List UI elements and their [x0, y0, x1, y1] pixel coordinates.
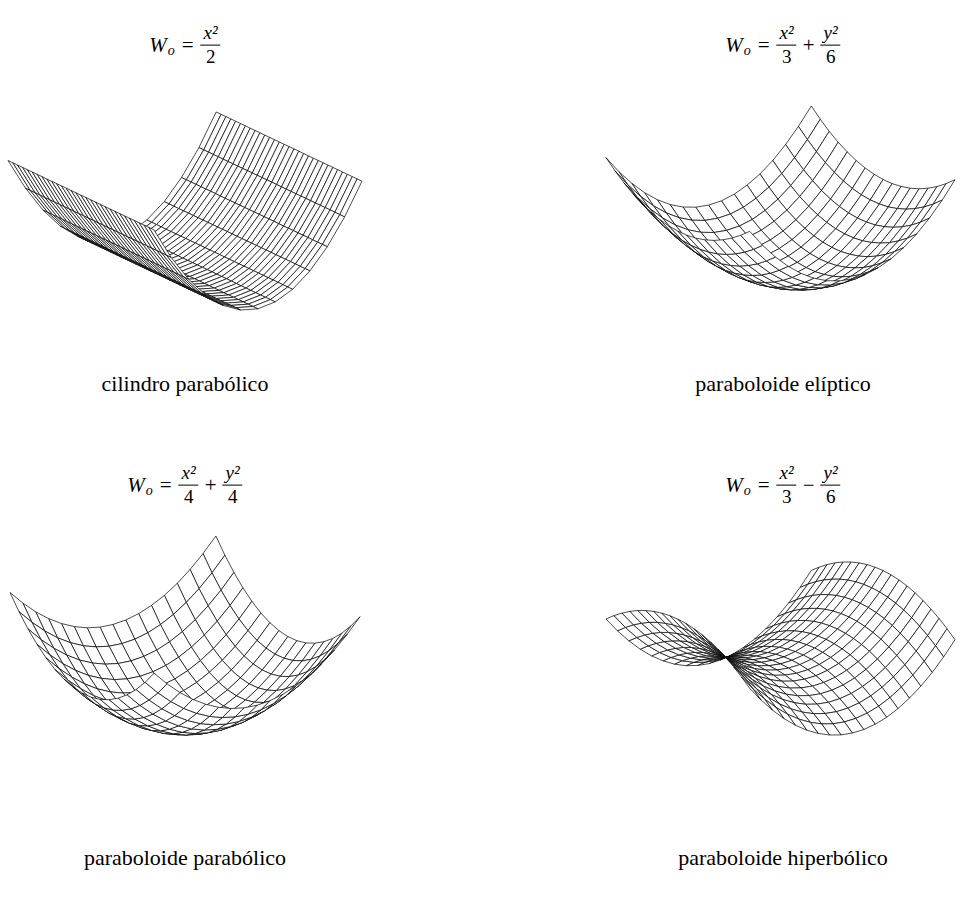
mesh-cell [270, 287, 292, 302]
mesh-cell [149, 227, 171, 257]
function-name: W [725, 473, 743, 498]
mesh-cell [37, 644, 59, 668]
mesh-cell [860, 263, 882, 275]
mesh-cell [619, 172, 641, 197]
function-name: W [149, 33, 167, 58]
denominator: 3 [779, 486, 795, 508]
mesh-cell [28, 629, 50, 655]
fraction: y²6 [821, 463, 841, 508]
operator: − [803, 473, 815, 498]
wireframe-surface [606, 562, 955, 735]
surface-caption: paraboloide elíptico [695, 371, 870, 397]
mesh-cell [882, 248, 904, 263]
mesh-cell [316, 643, 338, 666]
mesh-cell [741, 231, 763, 249]
mesh-cell [288, 269, 310, 290]
denominator: 6 [823, 486, 839, 508]
denominator: 4 [181, 486, 197, 508]
denominator: 4 [225, 486, 241, 508]
fraction: y²6 [821, 23, 841, 68]
subscript: o [168, 43, 175, 59]
mesh-cell [261, 694, 283, 710]
mesh-cell [59, 668, 81, 688]
mesh-cell [184, 277, 206, 295]
subscript: o [744, 43, 751, 59]
numerator: y² [821, 463, 841, 486]
surface-caption: paraboloide hiperbólico [678, 845, 888, 871]
formula: Wo = x²3 + y²6 [725, 23, 840, 68]
mesh-cell [329, 626, 351, 651]
mesh-cell [322, 215, 344, 247]
denominator: 6 [823, 46, 839, 68]
function-name: W [725, 33, 743, 58]
subscript: o [744, 483, 751, 499]
function-name: W [127, 473, 145, 498]
denominator: 3 [779, 46, 795, 68]
mesh-cell [920, 200, 942, 222]
mesh-cell [933, 180, 955, 204]
fraction: x²4 [179, 463, 199, 508]
mesh-cell [46, 658, 68, 680]
operator: + [803, 33, 815, 58]
fraction: y²4 [223, 463, 243, 508]
wireframe-surface [8, 112, 362, 310]
wireframe-surface [10, 536, 360, 735]
mesh-cell [19, 612, 41, 640]
mesh-cell [753, 689, 772, 710]
equals-sign: = [758, 33, 770, 58]
equals-sign: = [182, 33, 194, 58]
surface-caption: paraboloide parabólico [84, 845, 286, 871]
equals-sign: = [758, 473, 770, 498]
mesh-cell [166, 255, 188, 279]
surface-caption: cilindro parabólico [102, 371, 269, 397]
denominator: 2 [203, 46, 219, 68]
mesh-cell [307, 651, 329, 672]
mesh-cell [161, 253, 183, 277]
mesh-cell [305, 244, 327, 271]
mesh-cell [338, 617, 360, 644]
mesh-cell [253, 300, 275, 309]
operator: + [205, 473, 217, 498]
formula: Wo=x²4+y²4 [127, 463, 242, 508]
mesh-cell [641, 196, 663, 218]
formula: Wo = x²2 [149, 23, 220, 68]
mesh-cell [869, 259, 891, 272]
mesh-cell [765, 699, 784, 718]
mesh-cell [908, 218, 930, 238]
numerator: x² [777, 23, 797, 46]
mesh-cell [670, 616, 689, 631]
subscript: o [146, 483, 153, 499]
fraction: x²2 [201, 23, 221, 68]
numerator: y² [821, 23, 841, 46]
mesh-cell [340, 179, 362, 217]
numerator: x² [201, 23, 221, 46]
mesh-cell [144, 225, 166, 255]
mesh-cell [294, 666, 316, 685]
mesh-cell [745, 679, 764, 699]
numerator: y² [223, 463, 243, 486]
mesh-cell [678, 619, 697, 635]
numerator: x² [179, 463, 199, 486]
mesh-cell [10, 593, 32, 623]
mesh-cell [742, 677, 761, 700]
wireframe-surface [606, 106, 955, 290]
equals-sign: = [160, 473, 172, 498]
mesh-cell [145, 673, 167, 693]
mesh-cell [628, 185, 650, 209]
fraction: x²3 [777, 463, 797, 508]
mesh-cell [274, 686, 296, 703]
mesh-cell [776, 707, 795, 725]
formula: Wo = x²3−y²6 [725, 463, 840, 508]
fraction: x²3 [777, 23, 797, 68]
numerator: x² [777, 463, 797, 486]
mesh-cell [895, 234, 917, 252]
